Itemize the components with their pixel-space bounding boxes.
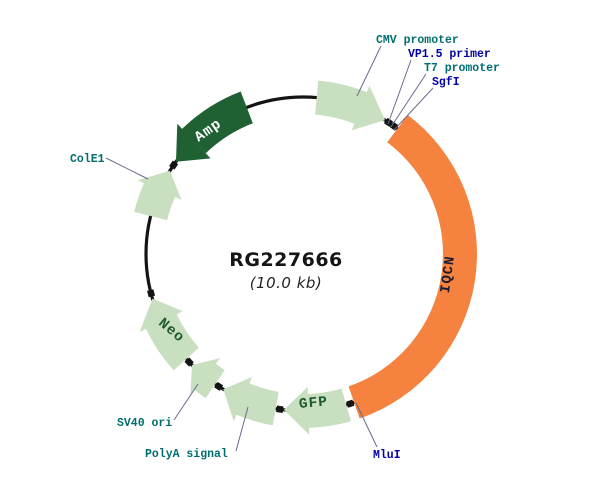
- site-label-cole1: ColE1: [70, 153, 105, 166]
- feature-arc-amp: [175, 91, 253, 162]
- site-label-cmv-promoter: CMV promoter: [376, 34, 459, 47]
- junction-tick-6: [147, 289, 156, 298]
- site-label-mlui: MluI: [373, 449, 401, 462]
- feature-arc-neo: [139, 298, 199, 371]
- junction-tick-2: [346, 399, 355, 408]
- site-label-vp15-primer: VP1.5 primer: [408, 48, 491, 61]
- leader-line-cmv-promoter: [356, 45, 382, 97]
- feature-arc-cmv-promoter: [315, 80, 386, 131]
- leader-line-polya-signal: [235, 406, 249, 452]
- junction-tick-4: [214, 381, 224, 391]
- site-label-sv40-ori: SV40 ori: [117, 417, 172, 430]
- feature-arc-iqcn: [348, 115, 477, 419]
- leader-line-t7-promoter: [390, 73, 427, 128]
- feature-arc-cole1: [134, 170, 182, 221]
- plasmid-size: (10.0 kb): [249, 274, 323, 292]
- feature-arc-gfp: [283, 386, 351, 435]
- junction-tick-3: [276, 405, 284, 413]
- feature-arc-polya-signal: [223, 376, 279, 426]
- feature-arc-sv40-ori: [190, 358, 225, 399]
- plasmid-title: RG227666: [229, 249, 343, 271]
- junction-tick-5: [184, 357, 194, 367]
- site-label-sgfi: SgfI: [432, 76, 460, 89]
- junction-tick-7: [169, 160, 179, 170]
- leader-line-vp15-primer: [387, 59, 412, 125]
- plasmid-center-label: RG227666 (10.0 kb): [186, 249, 386, 292]
- site-label-polya-signal: PolyA signal: [145, 448, 228, 461]
- leader-line-mlui: [355, 402, 378, 448]
- site-label-t7-promoter: T7 promoter: [424, 62, 500, 75]
- feature-label-gfp: GFP: [298, 394, 328, 412]
- feature-label-iqcn: IQCN: [438, 255, 459, 294]
- leader-line-cole1: [105, 157, 149, 180]
- leader-line-sv40-ori: [173, 383, 199, 421]
- leader-line-sgfi: [393, 87, 434, 131]
